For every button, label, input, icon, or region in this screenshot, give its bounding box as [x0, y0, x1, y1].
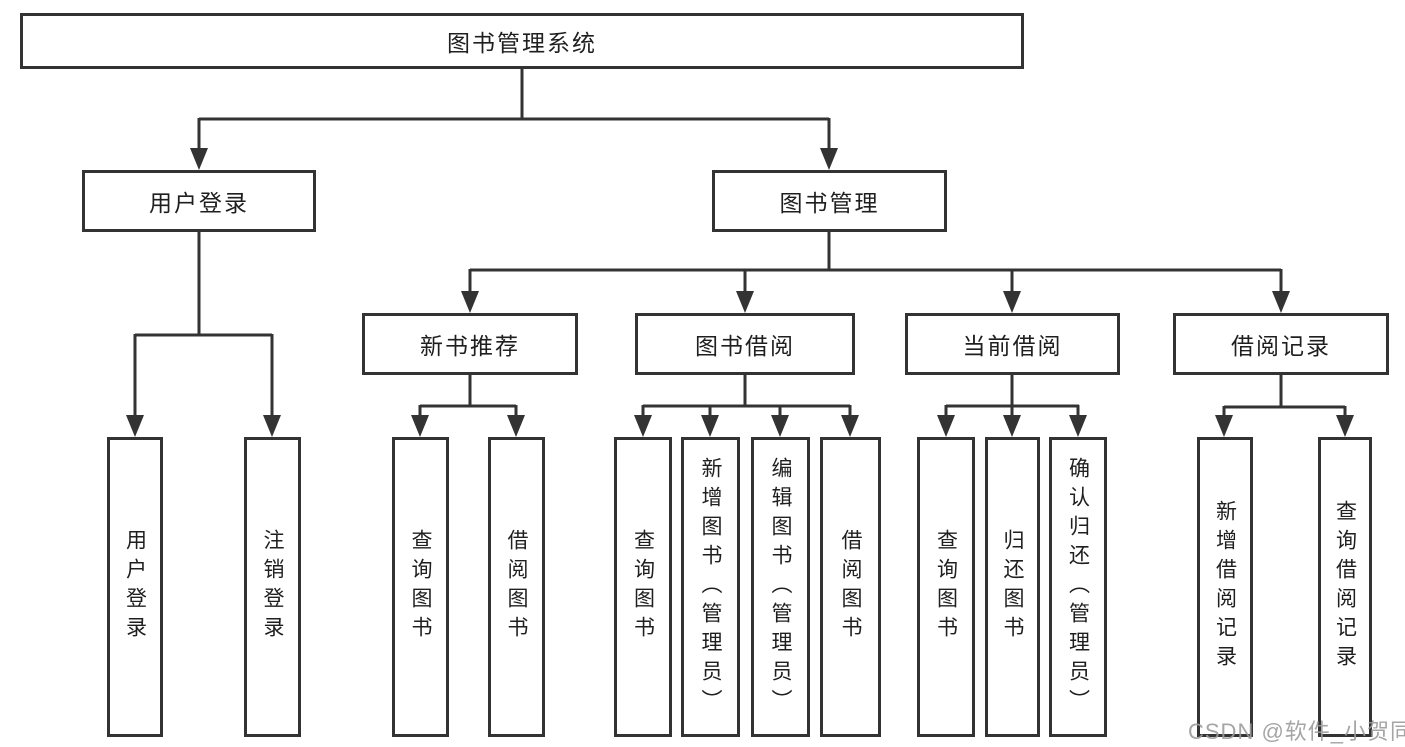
node-user-login: 用户登录 [82, 170, 316, 232]
node-label: 图书管理系统 [447, 30, 597, 56]
leaf-label: 查询借阅记录 [1333, 500, 1357, 674]
leaf-current-query-books: 查询图书 [917, 437, 975, 737]
leaf-current-return-books: 归还图书 [985, 437, 1040, 737]
leaf-borrowing-add-books-admin: 新增图书（管理员） [681, 437, 740, 737]
leaf-label: 借阅图书 [839, 529, 862, 645]
leaf-label: 编辑图书（管理员） [769, 456, 792, 718]
node-book-management: 图书管理 [712, 170, 947, 232]
leaf-logout: 注销登录 [244, 437, 301, 737]
node-new-book-recommend: 新书推荐 [362, 313, 578, 375]
node-book-borrowing: 图书借阅 [635, 313, 855, 375]
leaf-borrowing-edit-books-admin: 编辑图书（管理员） [751, 437, 810, 737]
leaf-label: 查询图书 [409, 529, 432, 645]
node-label: 当前借阅 [962, 333, 1063, 359]
leaf-records-add-borrow-record: 新增借阅记录 [1197, 437, 1253, 737]
node-library-system: 图书管理系统 [20, 13, 1024, 69]
node-label: 新书推荐 [420, 333, 520, 359]
node-label: 图书借阅 [695, 333, 795, 359]
arrowheads [126, 148, 1354, 437]
leaf-label: 注销登录 [261, 529, 284, 645]
node-label: 图书管理 [779, 190, 880, 216]
leaf-recommend-query-books: 查询图书 [392, 437, 449, 737]
leaf-records-query-borrow-record: 查询借阅记录 [1318, 437, 1372, 737]
node-label: 用户登录 [149, 190, 249, 216]
node-current-borrowing: 当前借阅 [905, 313, 1120, 375]
leaf-label: 借阅图书 [505, 529, 528, 645]
leaf-label: 查询图书 [631, 529, 655, 645]
leaf-recommend-borrow-books: 借阅图书 [488, 437, 545, 737]
leaf-label: 确认归还（管理员） [1066, 456, 1090, 718]
leaf-borrowing-query-books: 查询图书 [614, 437, 672, 737]
leaf-borrowing-borrow-books: 借阅图书 [820, 437, 881, 737]
leaf-user-login: 用户登录 [107, 437, 163, 737]
node-label: 借阅记录 [1231, 333, 1331, 359]
leaf-label: 新增借阅记录 [1213, 500, 1237, 674]
leaf-current-confirm-return-admin: 确认归还（管理员） [1049, 437, 1107, 737]
leaf-label: 用户登录 [123, 529, 147, 645]
node-borrowing-records: 借阅记录 [1173, 313, 1389, 375]
csdn-watermark: CSDN @软件_小贺同学 [1188, 719, 1405, 744]
leaf-label: 归还图书 [1001, 529, 1024, 645]
leaf-label: 查询图书 [934, 529, 958, 645]
leaf-label: 新增图书（管理员） [699, 456, 722, 718]
